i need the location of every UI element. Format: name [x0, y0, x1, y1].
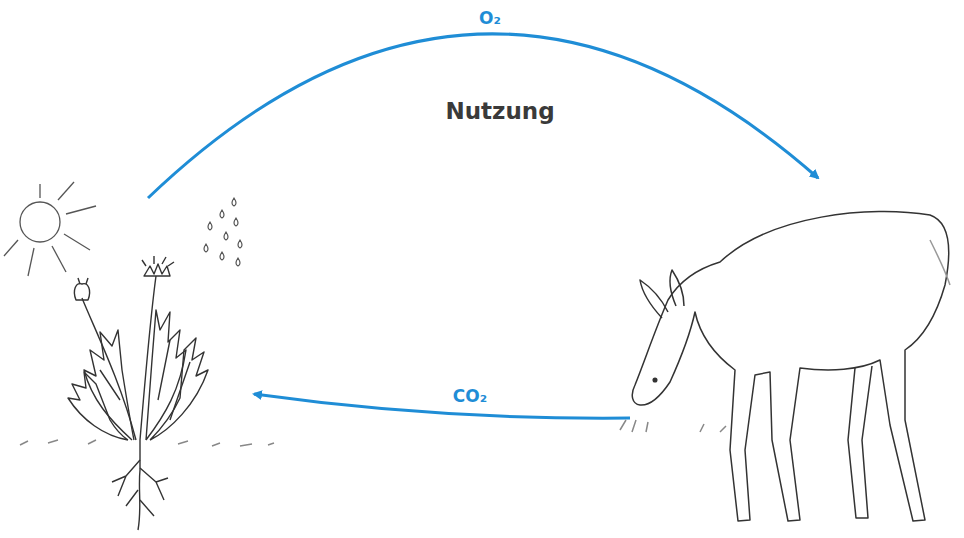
oxygen-arrow [148, 34, 818, 198]
gas-label: O₂ [476, 8, 504, 28]
dandelion-plant [20, 256, 274, 530]
rain-drops [204, 198, 242, 266]
carbon-dioxide-arrow [254, 394, 630, 418]
cycle-label: Nutzung [442, 98, 557, 126]
deer-figure [620, 211, 950, 521]
sun-symbol [4, 182, 96, 276]
gas-label: CO₂ [450, 386, 490, 406]
